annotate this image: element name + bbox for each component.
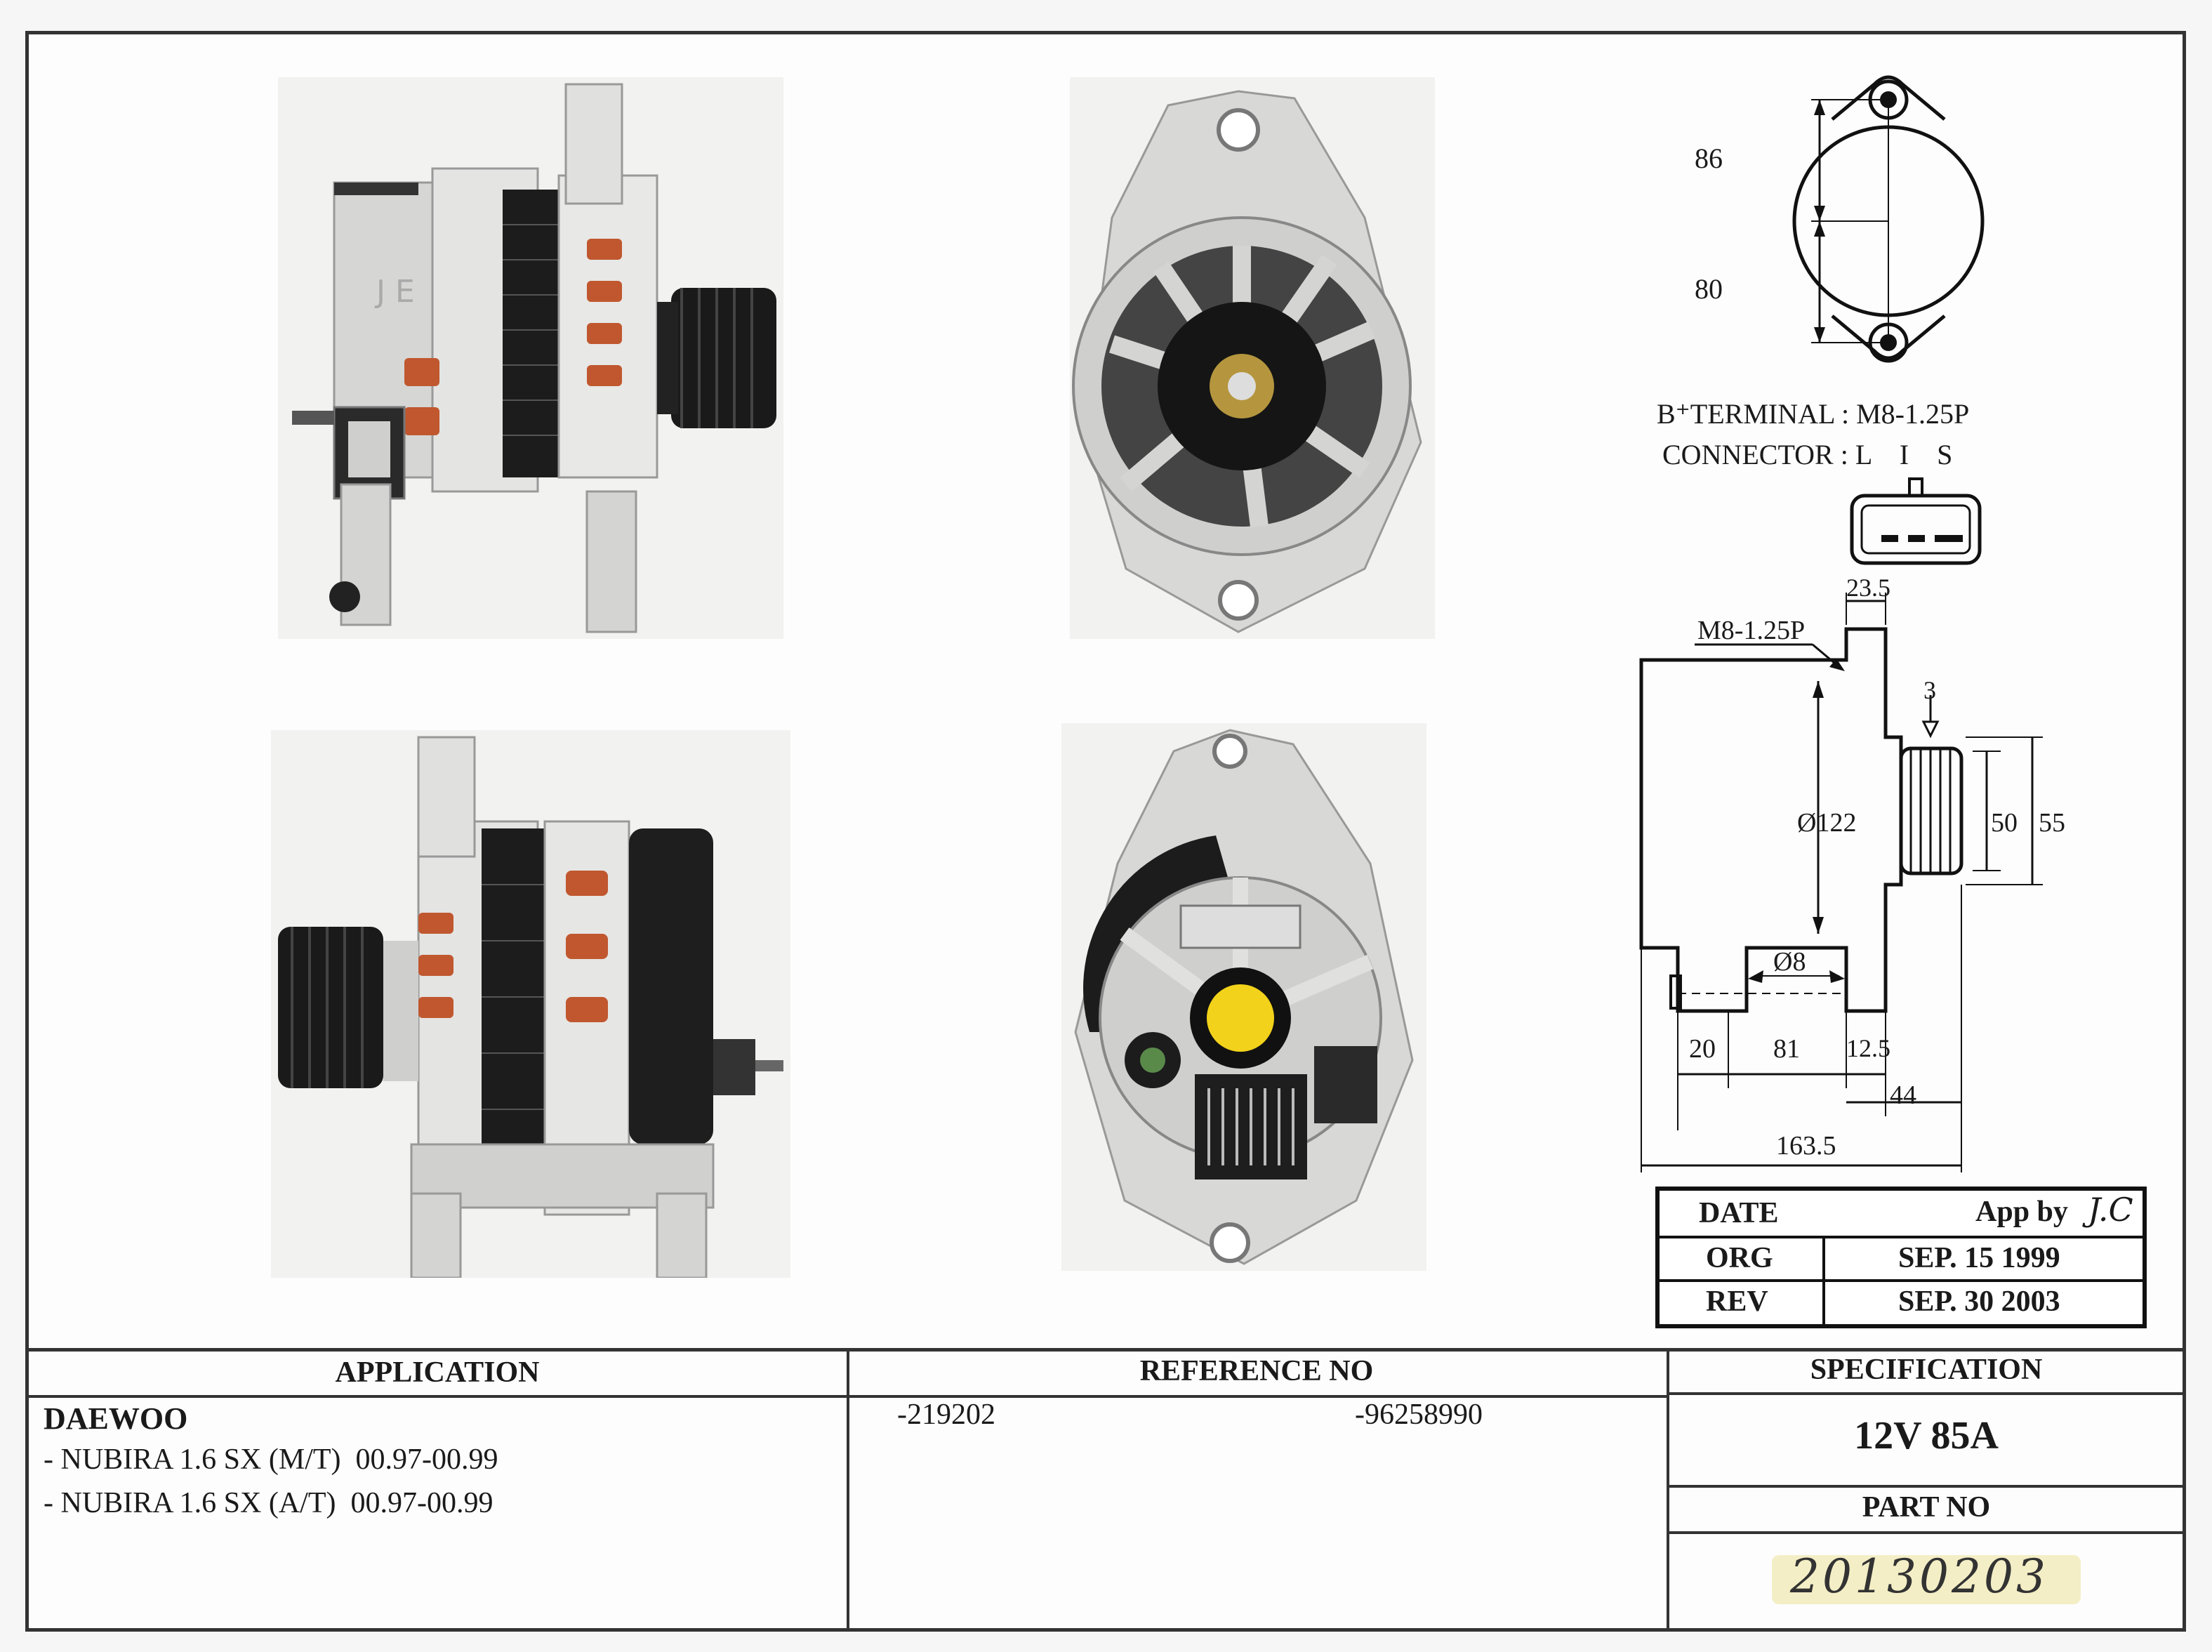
model-line-1: - NUBIRA 1.6 SX (M/T) 00.97-00.99 [44, 1443, 498, 1476]
dim-50-label: 50 [1991, 808, 2018, 838]
connector-spec: CONNECTOR : L I S [1662, 439, 1953, 470]
rev-row [1660, 1279, 2143, 1282]
alternator-rear-side-view-photo [271, 730, 790, 1278]
alternator-front-view-photo [1070, 77, 1435, 639]
reference-2: -96258990 [1355, 1399, 1483, 1431]
spec-value: 12V 85A [1854, 1414, 1999, 1458]
mount-outline-diagram [1792, 75, 1985, 363]
spec-header-underline [1667, 1392, 2186, 1395]
alternator-rear-side-illustration [278, 736, 783, 1278]
connector-diagram [1850, 477, 1982, 565]
thread-label: M8-1.25P [1697, 616, 1806, 645]
date-label: DATE [1699, 1197, 1779, 1229]
app-by-label: App by [1975, 1196, 2068, 1228]
application-header: APPLICATION [335, 1356, 540, 1389]
make-label: DAEWOO [44, 1401, 188, 1436]
technical-spec-panel: 86 80 B⁺TERMINAL : M8-1.25P CONNECTOR : … [1636, 56, 2169, 1179]
reference-1: -219202 [897, 1399, 995, 1431]
svg-text:J E: J E [374, 274, 415, 310]
specification-header: SPECIFICATION [1810, 1354, 2043, 1386]
rev-date: SEP. 30 2003 [1898, 1286, 2060, 1318]
dim-3-label: 3 [1923, 676, 1936, 704]
side-dimension-diagram [1639, 593, 2043, 1172]
rev-label: REV [1706, 1286, 1768, 1318]
table-divider-2 [1667, 1352, 1669, 1632]
dim-80-label: 80 [1695, 273, 1723, 305]
dim-55-label: 55 [2039, 808, 2065, 838]
part-no-highlight [1772, 1555, 2081, 1604]
alternator-front-illustration [1072, 90, 1422, 633]
part-no-header: PART NO [1862, 1491, 1991, 1524]
alternator-rear-illustration [1074, 729, 1414, 1265]
application-table: APPLICATION REFERENCE NO SPECIFICATION D… [28, 1348, 2186, 1632]
dim-diameter-8-label: Ø8 [1773, 947, 1806, 977]
alternator-rear-view-photo [1061, 723, 1426, 1271]
partno-header-underline [1667, 1531, 2186, 1534]
org-date: SEP. 15 1999 [1898, 1242, 2060, 1274]
app-by-initials: J.C [2088, 1191, 2133, 1229]
dim-44-label: 44 [1890, 1081, 1916, 1110]
dim-12-5-label: 12.5 [1846, 1034, 1890, 1062]
part-no-value: 20130203 [1790, 1549, 2048, 1604]
org-row [1660, 1236, 2143, 1238]
model-line-2: - NUBIRA 1.6 SX (A/T) 00.97-00.99 [44, 1487, 494, 1519]
header-underline [28, 1395, 1667, 1398]
dim-163-5-label: 163.5 [1776, 1131, 1836, 1161]
dim-20-label: 20 [1689, 1034, 1716, 1064]
dim-81-label: 81 [1773, 1034, 1800, 1064]
spec-value-underline [1667, 1485, 2186, 1488]
org-label: ORG [1706, 1242, 1773, 1274]
dim-23-5-label: 23.5 [1846, 574, 1890, 602]
dim-diameter-122-label: Ø122 [1797, 808, 1857, 838]
date-block-divider [1822, 1236, 1825, 1324]
table-divider-1 [847, 1352, 849, 1632]
alternator-side-view-photo: J E [278, 77, 783, 639]
alternator-side-illustration: J E [292, 83, 776, 633]
b-terminal-spec: B⁺TERMINAL : M8-1.25P [1657, 398, 1970, 430]
dim-86-label: 86 [1695, 143, 1723, 174]
revision-date-block: DATE App by J.C ORG SEP. 15 1999 REV SEP… [1655, 1187, 2147, 1328]
reference-header: REFERENCE NO [1139, 1355, 1374, 1387]
